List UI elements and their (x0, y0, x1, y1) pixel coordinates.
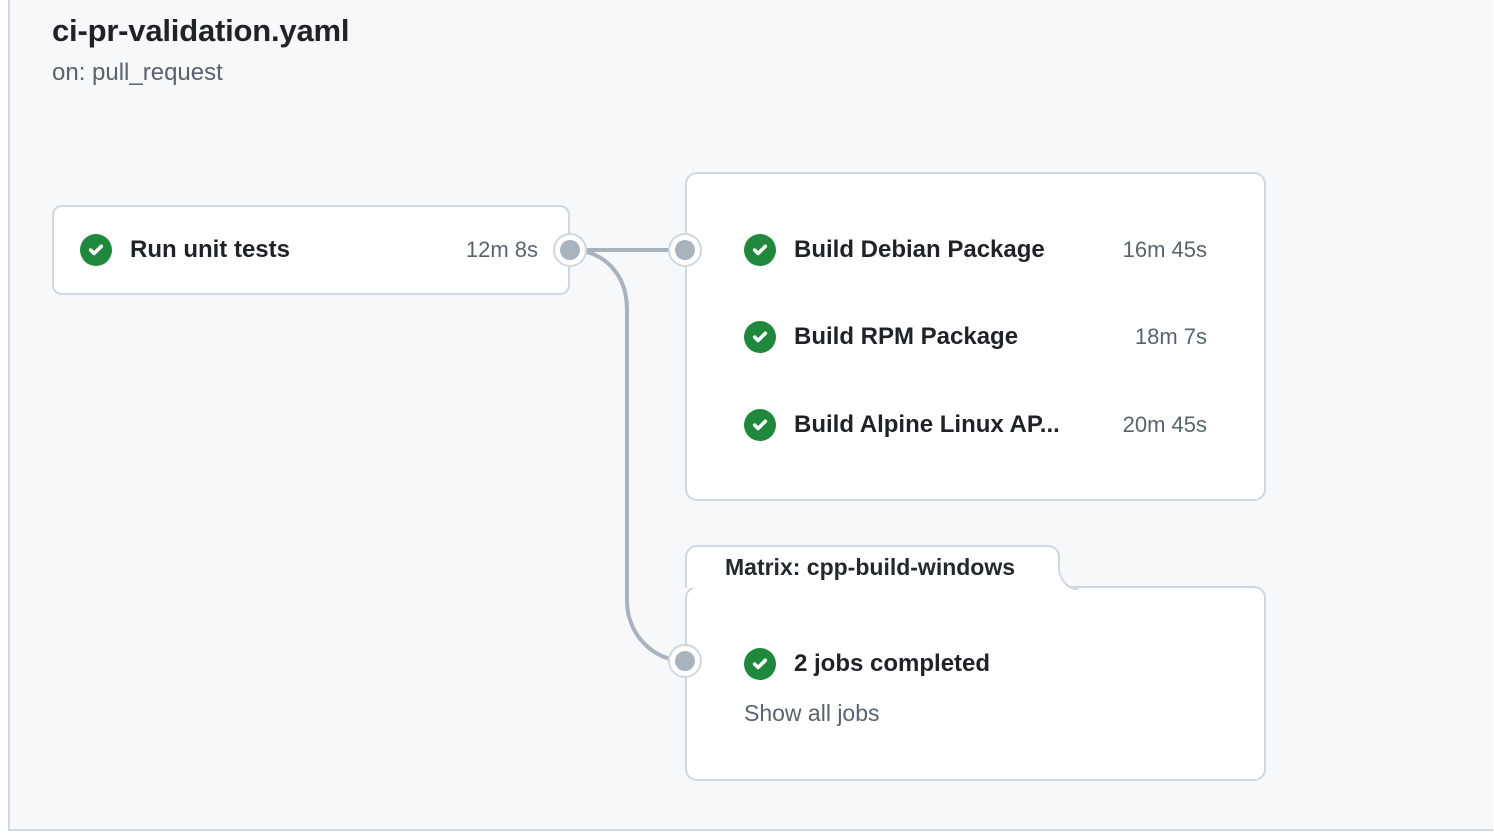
workflow-graph-canvas: ci-pr-validation.yaml on: pull_request R… (8, 0, 1493, 831)
matrix-group-box: 2 jobs completed Show all jobs (685, 586, 1266, 781)
job-name: Build Alpine Linux AP... (794, 411, 1060, 438)
job-duration: 16m 45s (1122, 237, 1207, 262)
workflow-trigger: on: pull_request (52, 58, 223, 86)
job-row-build-alpine[interactable]: Build Alpine Linux AP... 20m 45s (744, 381, 1207, 469)
workflow-file-name: ci-pr-validation.yaml (52, 13, 350, 48)
connector-dot-out (560, 240, 580, 260)
matrix-group-label: Matrix: cpp-build-windows (725, 554, 1016, 580)
job-node-run-unit-tests[interactable]: Run unit tests 12m 8s (52, 205, 570, 295)
connector-dot-in-builds (675, 240, 695, 260)
success-check-icon (744, 321, 776, 353)
matrix-group-tab: Matrix: cpp-build-windows (685, 545, 1078, 590)
job-row-build-debian[interactable]: Build Debian Package 16m 45s (744, 206, 1207, 294)
workflow-header: ci-pr-validation.yaml on: pull_request (52, 12, 349, 88)
success-check-icon (80, 234, 112, 266)
success-check-icon (744, 234, 776, 266)
job-name: Run unit tests (130, 236, 290, 263)
tab-corner-decoration (1058, 560, 1078, 590)
job-name: Build Debian Package (794, 236, 1045, 263)
connector-dot-in-matrix (675, 651, 695, 671)
job-duration: 20m 45s (1122, 412, 1207, 437)
success-check-icon (744, 409, 776, 441)
matrix-summary-row[interactable]: 2 jobs completed (744, 644, 1224, 684)
show-all-jobs-link[interactable]: Show all jobs (744, 700, 880, 726)
job-row-build-rpm[interactable]: Build RPM Package 18m 7s (744, 293, 1207, 381)
success-check-icon (744, 648, 776, 680)
job-duration: 12m 8s (465, 237, 538, 262)
job-duration: 18m 7s (1134, 324, 1207, 349)
job-name: Build RPM Package (794, 323, 1019, 350)
build-jobs-group: Build Debian Package 16m 45s Build RPM P… (685, 172, 1266, 501)
matrix-summary-text: 2 jobs completed (794, 650, 991, 677)
